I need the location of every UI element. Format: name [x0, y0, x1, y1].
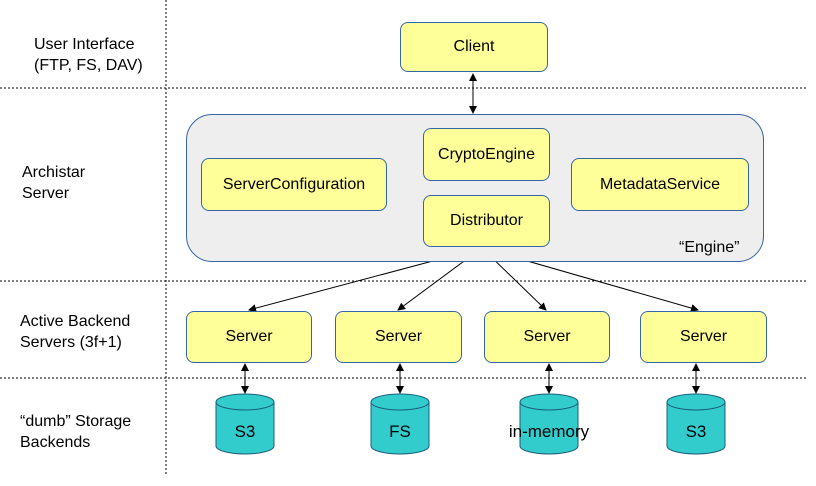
- storage-label-3: in-memory: [508, 422, 590, 441]
- storage-cylinder-3: [519, 393, 579, 455]
- client-label: Client: [453, 38, 495, 55]
- distributor-box: Distributor: [423, 195, 550, 247]
- metadata-service-label: MetadataService: [599, 175, 721, 193]
- layer-label-active-backend-servers: Active Backend Servers (3f+1): [20, 313, 131, 351]
- crypto-engine-label: CryptoEngine: [438, 145, 535, 163]
- storage-label-4: S3: [685, 422, 707, 441]
- storage-label-1: S3: [234, 422, 256, 441]
- layer-label-archistar-server: Archistar Server: [22, 164, 86, 202]
- distributor-label: Distributor: [450, 212, 523, 229]
- storage-cylinder-2: [370, 393, 430, 455]
- engine-label: “Engine”: [679, 239, 740, 256]
- metadata-service-box: MetadataService: [571, 158, 749, 211]
- backend-server-3: Server: [484, 311, 610, 363]
- backend-server-label: Server: [374, 328, 423, 345]
- server-configuration-label: ServerConfiguration: [222, 175, 366, 193]
- storage-label-2: FS: [389, 422, 411, 441]
- backend-server-2: Server: [335, 311, 462, 363]
- backend-server-1: Server: [186, 311, 312, 363]
- client-box: Client: [400, 22, 548, 72]
- storage-cylinder-4: [666, 393, 726, 455]
- server-configuration-box: ServerConfiguration: [201, 158, 387, 211]
- storage-cylinder-1: [215, 393, 275, 455]
- backend-server-label: Server: [225, 328, 273, 345]
- backend-server-label: Server: [679, 328, 728, 345]
- backend-server-4: Server: [640, 311, 767, 363]
- backend-server-label: Server: [523, 328, 571, 345]
- layer-label-storage-backends: “dumb” Storage Backends: [20, 413, 132, 451]
- crypto-engine-box: CryptoEngine: [423, 128, 550, 181]
- layer-label-user-interface: User Interface (FTP, FS, DAV): [34, 36, 143, 74]
